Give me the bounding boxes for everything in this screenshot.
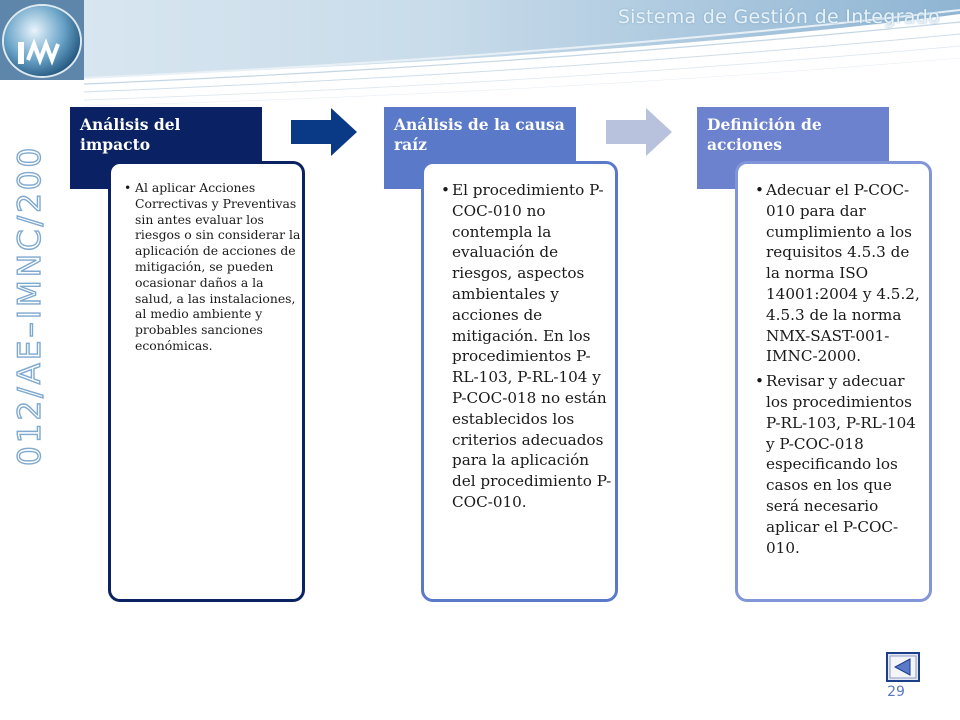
logo-wave-mark-icon [18, 38, 60, 66]
page-number: 29 [887, 684, 905, 700]
arrow-right-icon [291, 108, 357, 156]
header-title: Sistema de Gestión de Integrado [617, 6, 940, 28]
triangle-left-icon[interactable] [886, 652, 920, 682]
arrow-right-icon [606, 108, 672, 156]
vertical-code-text: 012/AE–IMNC/2008 [12, 144, 48, 466]
column-1-bullet: Al aplicar Acciones Correctivas y Preven… [124, 180, 301, 354]
column-2-card: El procedimiento P-COC-010 no contempla … [421, 161, 618, 602]
column-3-bullet-1: Adecuar el P-COC-010 para dar cumplimien… [755, 180, 926, 367]
column-3-bullet-2: Revisar y adecuar los procedimientos P-R… [755, 371, 926, 558]
column-2-bullet: El procedimiento P-COC-010 no contempla … [441, 180, 616, 513]
column-1-heading: Análisis del impacto [70, 107, 262, 189]
column-1-card: Al aplicar Acciones Correctivas y Preven… [108, 161, 305, 602]
column-3-card: Adecuar el P-COC-010 para dar cumplimien… [735, 161, 932, 602]
globe-logo-icon [4, 6, 80, 76]
vertical-document-code: 012/AE–IMNC/2008 [0, 121, 58, 484]
